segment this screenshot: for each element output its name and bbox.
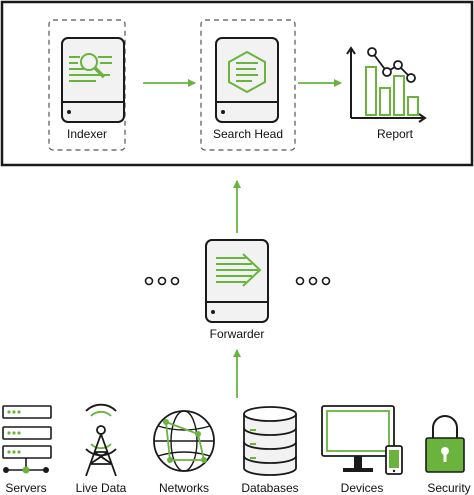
source-label-databases: Databases [241,481,299,495]
forwarder-node [205,239,269,323]
network-globe-icon [153,410,215,472]
source-label-live-data: Live Data [75,481,127,495]
magnifier-document-icon [69,53,112,82]
report-chart-icon [346,46,427,123]
hexagon-list-icon [228,50,266,94]
source-label-devices: Devices [340,481,384,495]
forward-arrow-icon [216,253,262,287]
forwarder-label: Forwarder [209,327,265,341]
search-head-dashed-box [200,19,296,151]
search-head-label: Search Head [212,127,284,141]
server-rack-icon [2,405,52,474]
indexer-node [48,19,126,151]
database-icon [243,406,297,476]
right-ellipsis [295,276,331,286]
source-label-networks: Networks [158,481,210,495]
source-label-servers: Servers [5,481,47,495]
search-head-node [200,19,296,151]
padlock-icon [425,415,465,473]
broadcast-tower-icon [85,403,117,477]
report-label: Report [376,127,414,141]
source-label-security: Security [427,481,471,495]
monitor-phone-icon [321,405,403,475]
indexer-label: Indexer [66,127,108,141]
left-ellipsis [144,276,180,286]
